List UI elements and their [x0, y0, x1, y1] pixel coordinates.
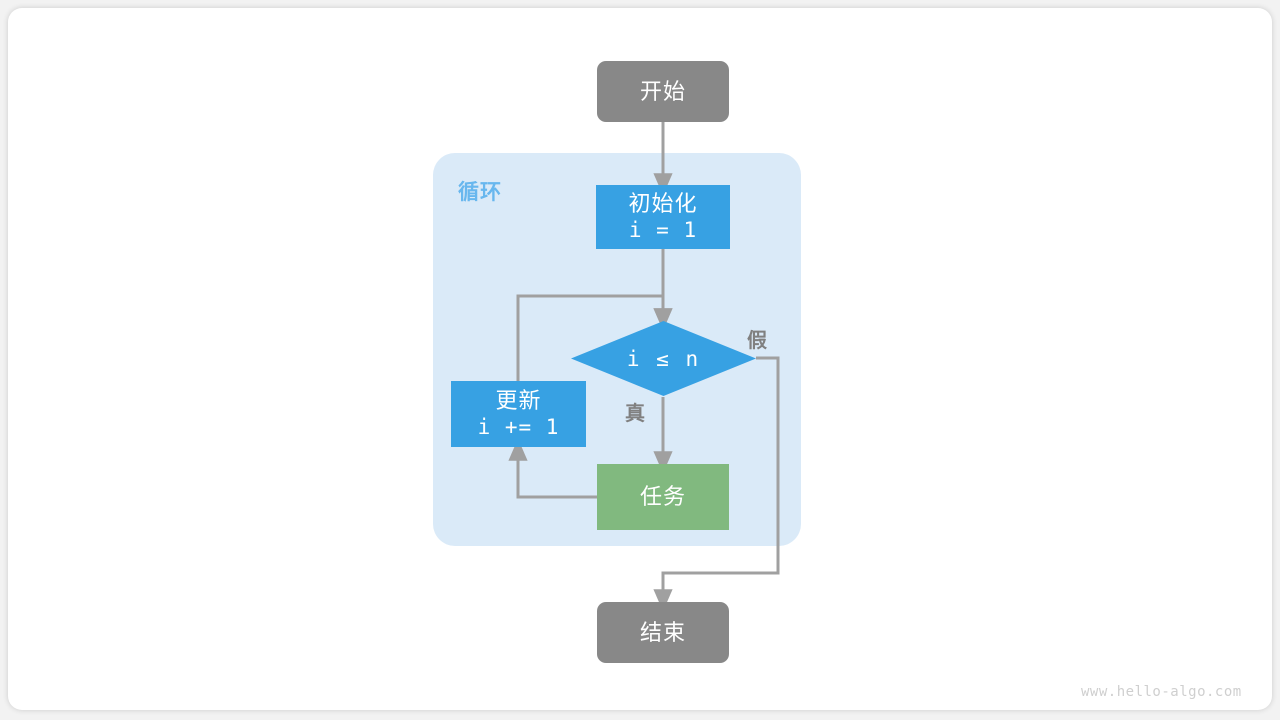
loop-container-label: 循环 — [458, 181, 502, 204]
node-update-label: 更新 — [495, 388, 542, 414]
node-task-label: 任务 — [639, 484, 686, 510]
flowchart-canvas: 循环 — [8, 8, 1272, 710]
node-end-label: 结束 — [639, 619, 686, 645]
connector-layer — [508, 122, 780, 612]
edge-label-false: 假 — [747, 330, 768, 352]
node-update-code: i += 1 — [477, 415, 560, 440]
node-init-label: 初始化 — [628, 191, 698, 217]
edge-update-to-decision — [516, 294, 673, 381]
edge-task-to-update — [508, 438, 597, 499]
node-start-label: 开始 — [639, 78, 686, 104]
node-start[interactable]: 开始 — [597, 61, 729, 122]
node-init-code: i = 1 — [628, 218, 698, 243]
node-task[interactable]: 任务 — [597, 464, 729, 530]
node-decision-label: i ≤ n — [626, 346, 701, 371]
watermark: www.hello-algo.com — [1081, 684, 1242, 700]
node-init[interactable]: 初始化 i = 1 — [596, 185, 730, 249]
diagram-card: 循环 — [8, 8, 1272, 710]
node-end[interactable]: 结束 — [597, 602, 729, 663]
node-decision[interactable]: i ≤ n — [571, 321, 756, 396]
node-update[interactable]: 更新 i += 1 — [451, 381, 586, 447]
edge-decision-false-to-end — [653, 356, 780, 612]
edge-label-true: 真 — [625, 403, 646, 425]
